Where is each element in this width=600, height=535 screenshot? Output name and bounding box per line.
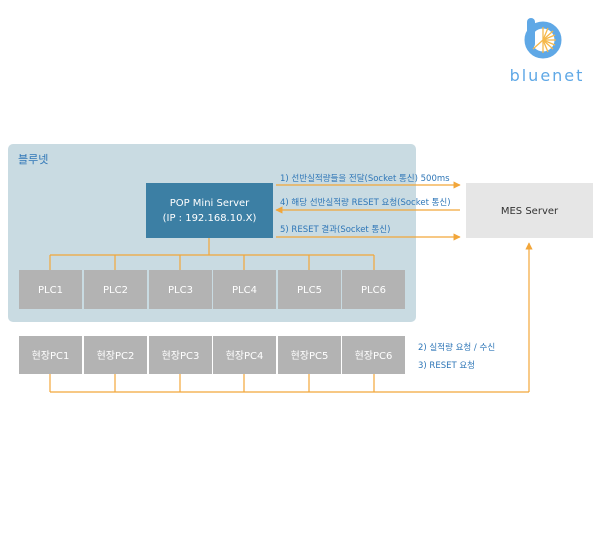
note-2-label: 2) 실적량 요청 / 수신	[418, 342, 495, 353]
field-pc-label: 현장PC6	[355, 350, 393, 362]
group-title: 블루넷	[18, 153, 48, 166]
field-pc-box	[213, 336, 276, 374]
field-pc-row: 현장PC1 현장PC2 현장PC3 현장PC4 현장PC5 현장PC6	[19, 336, 405, 374]
field-pc-label: 현장PC3	[162, 350, 200, 362]
field-pc-label: 현장PC1	[32, 350, 70, 362]
plc-box	[213, 270, 276, 309]
note-3-label: 3) RESET 요청	[418, 361, 475, 371]
mes-server: MES Server	[466, 183, 593, 238]
plc-label: PLC6	[361, 285, 386, 296]
message-1-label: 1) 선반실적량들을 전달(Socket 통신) 500ms	[280, 173, 450, 184]
mes-server-name: MES Server	[501, 206, 559, 217]
message-arrows: 1) 선반실적량들을 전달(Socket 통신) 500ms 4) 해당 선반실…	[275, 173, 461, 241]
pop-mini-server: POP Mini Server (IP : 192.168.10.X)	[146, 183, 273, 238]
plc-box	[149, 270, 212, 309]
field-pc-box	[149, 336, 212, 374]
field-pc-label: 현장PC4	[226, 350, 264, 362]
fieldpc-mes-connectors	[49, 242, 533, 393]
message-5-label: 5) RESET 결과(Socket 통신)	[280, 224, 390, 235]
plc-box	[342, 270, 405, 309]
plc-row: PLC1 PLC2 PLC3 PLC4 PLC5 PLC6	[19, 270, 405, 309]
logo-mark-icon	[524, 18, 562, 59]
server-ip: (IP : 192.168.10.X)	[163, 213, 257, 224]
server-plc-connectors	[49, 238, 375, 270]
field-pc-box	[84, 336, 147, 374]
plc-box	[278, 270, 341, 309]
server-name: POP Mini Server	[170, 198, 250, 209]
plc-label: PLC4	[232, 285, 257, 296]
plc-label: PLC5	[297, 285, 322, 296]
plc-box	[84, 270, 147, 309]
plc-label: PLC1	[38, 285, 63, 296]
field-pc-box	[278, 336, 341, 374]
plc-label: PLC3	[168, 285, 193, 296]
message-4-label: 4) 해당 선반실적량 RESET 요청(Socket 통신)	[280, 197, 451, 208]
logo-text: bluenet	[510, 66, 585, 85]
field-pc-label: 현장PC5	[291, 350, 329, 362]
field-pc-box	[19, 336, 82, 374]
field-pc-label: 현장PC2	[97, 350, 135, 362]
plc-label: PLC2	[103, 285, 128, 296]
field-pc-box	[342, 336, 405, 374]
bluenet-logo: bluenet	[510, 18, 585, 85]
plc-box	[19, 270, 82, 309]
